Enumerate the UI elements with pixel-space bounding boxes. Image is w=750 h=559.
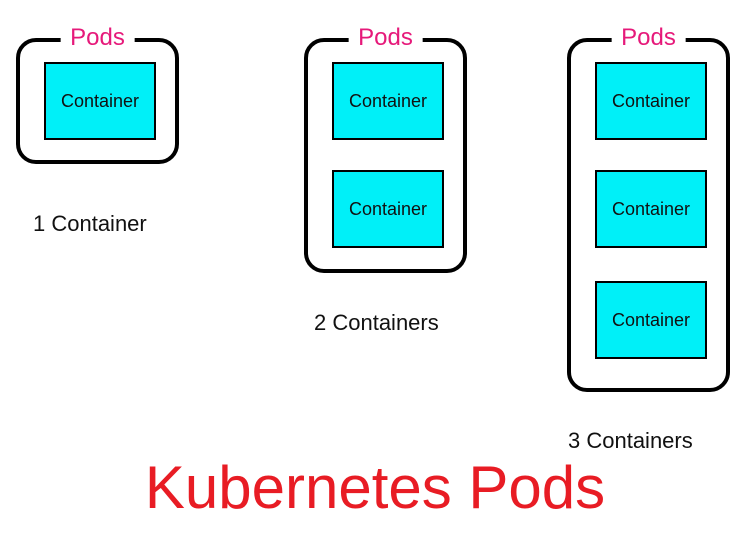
pod-3-label: Pods xyxy=(611,22,686,54)
page-title: Kubernetes Pods xyxy=(144,454,606,521)
pod-3-container-3: Container xyxy=(595,281,707,359)
pod-2: Pods Container Container xyxy=(304,22,467,273)
pod-3-container-1: Container xyxy=(595,62,707,140)
pod-2-label: Pods xyxy=(348,22,423,54)
pod-3: Pods Container Container Container xyxy=(567,22,730,392)
pod-3-container-2: Container xyxy=(595,170,707,248)
pod-3-caption: 3 Containers xyxy=(568,428,693,453)
pod-2-container-2: Container xyxy=(332,170,444,248)
pod-1-container-1: Container xyxy=(44,62,156,140)
pod-1-label: Pods xyxy=(60,22,135,54)
pod-1-caption: 1 Container xyxy=(33,211,147,236)
pod-2-caption: 2 Containers xyxy=(314,310,439,335)
pod-2-container-1: Container xyxy=(332,62,444,140)
pod-1: Pods Container xyxy=(16,22,179,164)
